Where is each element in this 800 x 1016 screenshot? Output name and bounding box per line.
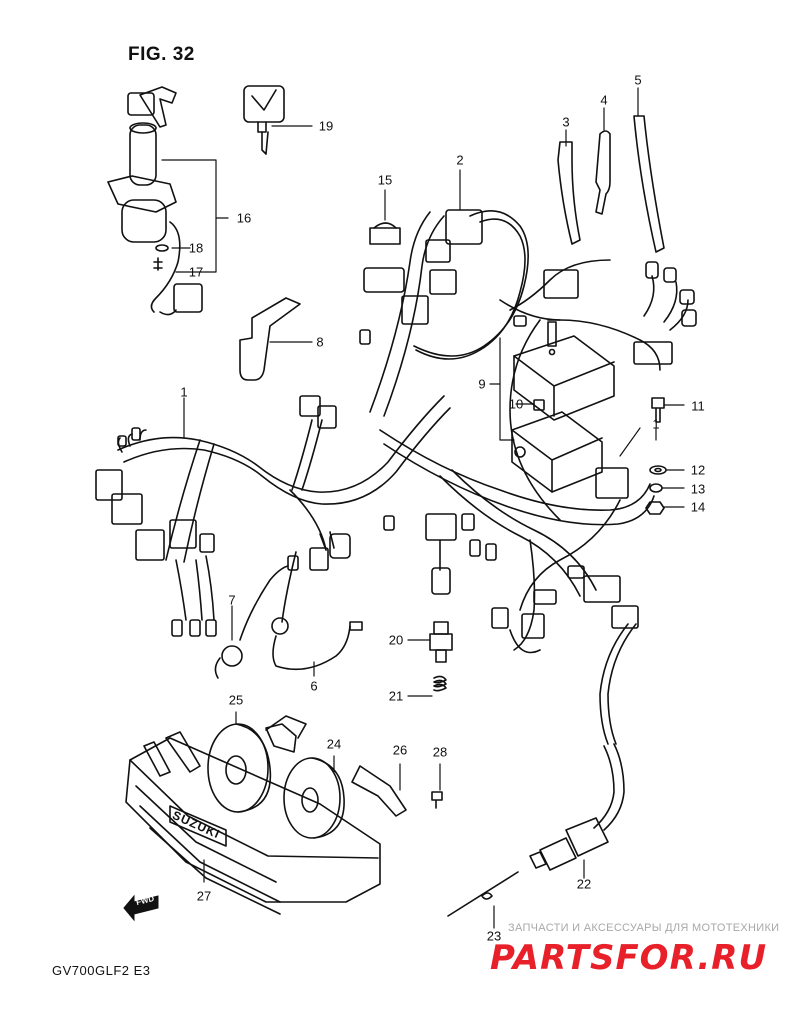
callout-18: 18 [188,240,204,256]
callout-27: 27 [196,888,212,904]
callout-1: 1 [180,384,188,400]
callout-20: 20 [388,632,404,648]
callout-3: 3 [562,114,570,130]
horn-right [283,757,345,839]
watermark-caption: ЗАПЧАСТИ И АКСЕССУАРЫ ДЛЯ МОТОТЕХНИКИ [508,922,780,934]
callout-28: 28 [432,744,448,760]
callout-6: 6 [310,678,318,694]
callout-22: 22 [576,876,592,892]
ignition-key [243,85,285,155]
horn-left [207,715,307,813]
fuse-box [511,319,615,493]
callout-26: 26 [392,742,408,758]
callout-9: 9 [478,376,486,392]
callout-8: 8 [316,334,324,350]
callout-23: 23 [486,928,502,944]
main-wiring-harness [117,210,661,651]
callout-11: 11 [691,398,705,414]
callout-5: 5 [634,72,642,88]
horn-grille [125,731,381,915]
callout-12: 12 [690,462,706,478]
callout-7: 7 [228,592,236,608]
figure-title: FIG. 32 [128,44,195,65]
callout-13: 13 [690,481,706,497]
callout-1-repeat: 1 [652,416,660,432]
ignition-switch [107,86,203,316]
model-code: GV700GLF2 E3 [52,963,151,978]
callout-24: 24 [326,736,342,752]
callout-4: 4 [600,92,608,108]
callout-21: 21 [388,688,404,704]
callout-17: 17 [188,264,204,280]
watermark-logo: PARTSFOR.RU [490,938,768,978]
callout-10: 10 [508,396,524,412]
callout-2: 2 [456,152,464,168]
callout-25: 25 [228,692,244,708]
forward-arrow-icon [123,894,159,922]
callout-19: 19 [318,118,334,134]
callout-15: 15 [377,172,393,188]
callout-16: 16 [236,210,252,226]
callout-14: 14 [690,499,706,515]
